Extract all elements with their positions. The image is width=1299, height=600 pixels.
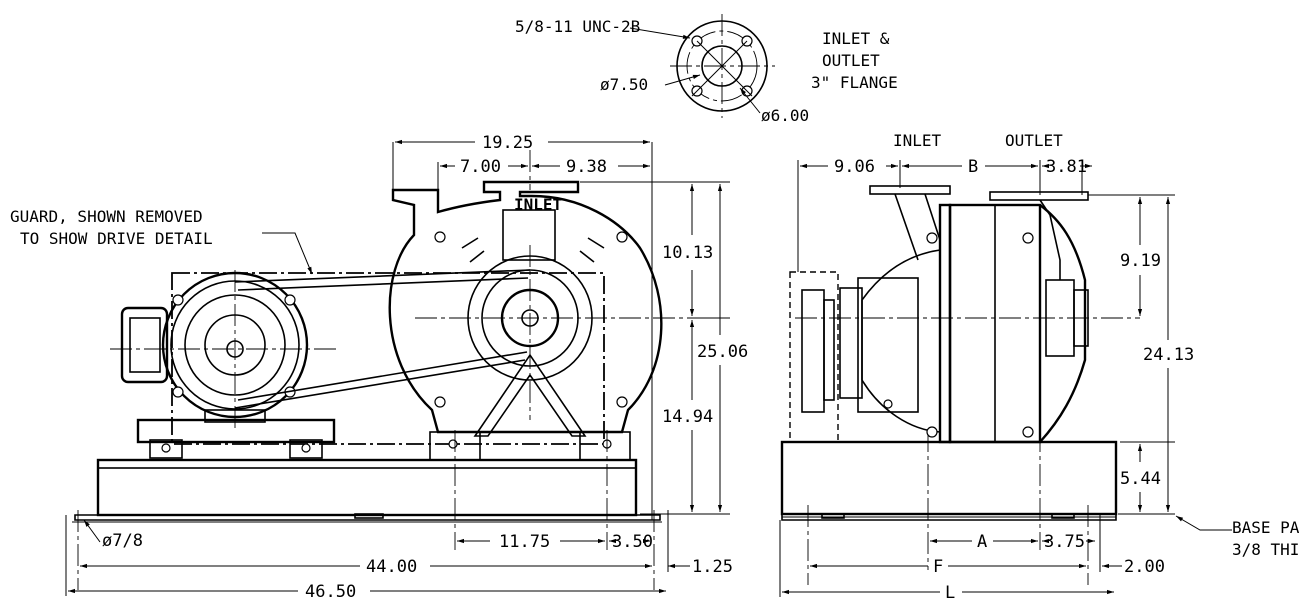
front-dimensions: 19.25 7.00 9.38 10.13 14.94 25.06 ø7/8 1… [65, 133, 748, 600]
pump-inlet-label: INLET [514, 195, 562, 214]
side-dimensions: 9.06 B 3.81 9.19 24.13 5.44 BASE PAD 3/8… [779, 157, 1299, 600]
flange-thread-label: 5/8-11 UNC-2B [515, 17, 640, 36]
side-dim-upper-height: 9.19 [1120, 251, 1161, 271]
flange-title-line2: OUTLET [822, 51, 880, 70]
side-dim-a-offset: 3.75 [1044, 532, 1085, 552]
dim-pump-feet: 11.75 [499, 532, 550, 552]
side-outlet-label: OUTLET [1005, 131, 1063, 150]
side-inlet-label: INLET [893, 131, 942, 150]
flange-title-line3: 3" FLANGE [811, 73, 898, 92]
side-dim-base-height: 5.44 [1120, 469, 1161, 489]
base-pad-line1: BASE PAD [1232, 518, 1299, 537]
side-view: INLET OUTLET [779, 131, 1299, 600]
side-base [780, 430, 1118, 585]
dim-overall-top: 19.25 [482, 133, 533, 153]
guard-note-line1: GUARD, SHOWN REMOVED [10, 207, 203, 226]
side-dim-f: F [933, 557, 943, 577]
side-dim-left-offset: 9.06 [834, 157, 875, 177]
guard-note-line2: TO SHOW DRIVE DETAIL [20, 229, 213, 248]
dim-inlet-offset: 7.00 [460, 157, 501, 177]
side-pump-body [795, 185, 1140, 444]
dim-base-overhang: 1.25 [692, 557, 733, 577]
dim-upper-height: 10.13 [662, 243, 713, 263]
side-guard-outline [789, 271, 839, 443]
side-dim-total-height: 24.13 [1143, 345, 1194, 365]
dim-lower-height: 14.94 [662, 407, 713, 427]
side-dim-b: B [968, 157, 978, 177]
side-dim-l: L [945, 583, 955, 600]
dim-overall-length: 46.50 [305, 582, 356, 600]
flange-outer-dia: ø7.50 [600, 75, 648, 94]
drive-belts [234, 269, 531, 409]
side-dim-f-offset: 2.00 [1124, 557, 1165, 577]
flange-detail: 5/8-11 UNC-2B ø7.50 ø6.00 INLET & OUTLET… [515, 14, 898, 125]
motor [110, 270, 340, 459]
flange-title-line1: INLET & [822, 29, 890, 48]
dim-bolt-hole: ø7/8 [102, 531, 143, 551]
dim-total-height: 25.06 [697, 342, 748, 362]
side-dim-a: A [977, 532, 987, 552]
dim-pump-edge: 3.50 [612, 532, 653, 552]
front-view: GUARD, SHOWN REMOVED TO SHOW DRIVE DETAI… [10, 133, 748, 600]
flange-bolt-circle: ø6.00 [761, 106, 809, 125]
pump: INLET [388, 150, 700, 550]
belt-guard-outline [171, 272, 605, 445]
base-pad-line2: 3/8 THICK [1232, 540, 1299, 559]
side-dim-outlet-offset: 3.81 [1046, 157, 1087, 177]
dim-inlet-to-right: 9.38 [566, 157, 607, 177]
front-base [72, 458, 662, 590]
dim-base-length: 44.00 [366, 557, 417, 577]
